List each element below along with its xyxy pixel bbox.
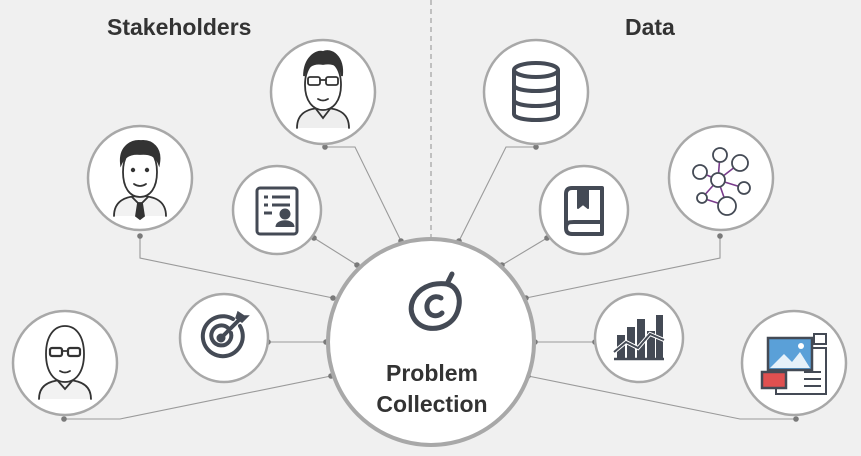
network-graph-node <box>667 124 775 232</box>
pear-icon <box>408 271 462 331</box>
center-label-line1: Problem <box>385 360 479 386</box>
bald-person-node <box>11 309 119 417</box>
bar-line-chart-node <box>593 292 685 384</box>
database-node <box>482 38 590 146</box>
connector-businessman <box>139 236 334 299</box>
connector-id-document <box>313 237 358 266</box>
person-glasses-node <box>269 38 377 146</box>
database-icon <box>512 61 560 122</box>
network-graph-icon <box>692 147 751 216</box>
connector-bald-person <box>64 375 332 420</box>
connector-book <box>501 237 548 266</box>
stakeholders-heading: Stakeholders <box>107 14 252 40</box>
bald-person-glasses-icon <box>38 325 92 400</box>
center-label-line2: Collection <box>376 391 488 417</box>
data-heading: Data <box>625 14 675 40</box>
businessman-node <box>86 124 194 232</box>
id-document-icon <box>255 186 299 236</box>
connectors <box>64 146 796 420</box>
connector-images <box>527 375 796 420</box>
connector-person-glasses <box>325 146 402 242</box>
images-document-node <box>740 309 848 417</box>
book-node <box>538 164 630 256</box>
images-document-icon <box>760 333 827 395</box>
id-document-node <box>231 164 323 256</box>
connector-network <box>525 236 721 299</box>
businessman-icon <box>113 140 167 221</box>
target-icon <box>200 310 250 359</box>
book-icon <box>564 186 604 236</box>
target-node <box>178 292 270 384</box>
connector-database <box>458 146 536 242</box>
center-circle <box>326 237 536 447</box>
person-glasses-icon <box>296 50 350 129</box>
bar-line-chart-icon <box>612 315 665 361</box>
